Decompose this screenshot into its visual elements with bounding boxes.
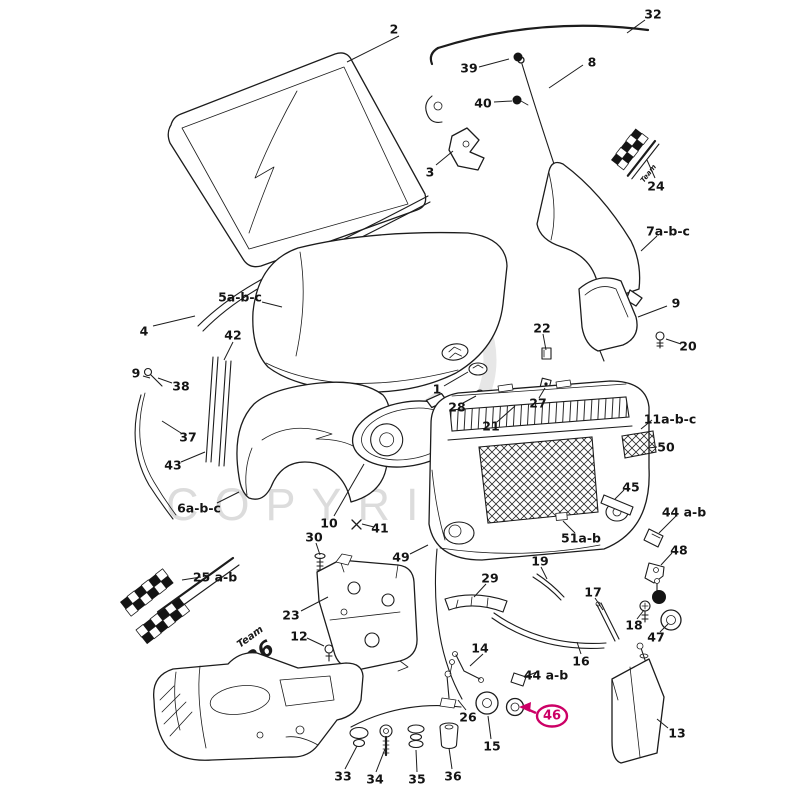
part-grommet-33 [349, 726, 369, 748]
callout-37[interactable]: 37 [179, 429, 197, 445]
callout-50[interactable]: 50 [657, 439, 675, 455]
part-decal-25: Team 26 [120, 556, 279, 672]
callout-29[interactable]: 29 [481, 570, 499, 586]
part-strip-43 [218, 360, 232, 467]
callout-4[interactable]: 4 [139, 323, 149, 339]
callout-22[interactable]: 22 [533, 320, 551, 336]
part-badge-1 [468, 362, 488, 376]
part-prop-rod [429, 24, 650, 66]
leader-lines [142, 19, 682, 773]
part-bolt-18 [639, 600, 651, 623]
callout-49[interactable]: 49 [392, 549, 410, 565]
part-clip-44-lower [510, 672, 527, 687]
part-hinge-bracket-3 [425, 95, 485, 171]
part-left-fender [236, 381, 391, 503]
part-weatherstrip-37 [134, 392, 177, 520]
part-crossmember-23 [316, 553, 418, 672]
part-clip-40 [512, 95, 529, 106]
part-foglamp-15 [475, 691, 499, 715]
callout-2[interactable]: 2 [389, 21, 399, 37]
highlight-ellipse [535, 704, 569, 728]
callout-44a-b[interactable]: 44 a-b [523, 667, 569, 683]
callout-12[interactable]: 12 [290, 628, 308, 644]
part-washers-35 [407, 724, 425, 749]
part-lower-panel [152, 652, 364, 761]
callout-3[interactable]: 3 [425, 164, 435, 180]
callout-8[interactable]: 8 [587, 54, 597, 70]
part-trim-51 [555, 512, 568, 521]
callout-25a-b[interactable]: 25 a-b [192, 569, 238, 585]
callout-39[interactable]: 39 [460, 60, 478, 76]
part-bracket-26 [439, 659, 457, 709]
callout-43[interactable]: 43 [164, 457, 182, 473]
part-strip-19 [532, 573, 565, 601]
callout-9[interactable]: 9 [671, 295, 681, 311]
callout-51a-b[interactable]: 51a-b [561, 530, 601, 546]
callout-19[interactable]: 19 [531, 553, 549, 569]
part-strip-45 [600, 494, 634, 516]
part-screw-9-left [143, 367, 163, 387]
part-clip-22 [541, 347, 552, 360]
callout-13[interactable]: 13 [668, 725, 686, 741]
highlight-arrow-head [519, 702, 531, 712]
part-grommet-39 [513, 52, 523, 62]
callout-1[interactable]: 1 [432, 381, 442, 397]
part-edge-trim [434, 548, 463, 700]
callout-21[interactable]: 21 [482, 418, 500, 434]
callout-16[interactable]: 16 [572, 653, 590, 669]
callout-45[interactable]: 45 [622, 479, 640, 495]
part-spacer-36 [439, 722, 459, 750]
callout-10[interactable]: 10 [320, 515, 338, 531]
part-bracket-48 [644, 562, 665, 593]
callout-32[interactable]: 32 [644, 6, 662, 22]
callout-11a-b-c[interactable]: 11a-b-c [643, 411, 697, 427]
callout-18[interactable]: 18 [625, 617, 643, 633]
part-harness-14 [452, 651, 484, 683]
callout-26[interactable]: 26 [459, 709, 477, 725]
part-strip-16 [491, 612, 607, 649]
callout-27[interactable]: 27 [529, 395, 547, 411]
highlight-46 [519, 702, 569, 728]
part-strip-42 [205, 356, 219, 463]
callout-46[interactable]: 46 [542, 708, 562, 724]
part-bolt-20 [655, 331, 665, 349]
part-mark-41 [351, 519, 362, 530]
callout-15[interactable]: 15 [483, 738, 501, 754]
callout-17[interactable]: 17 [584, 584, 602, 600]
callout-44a-b[interactable]: 44 a-b [661, 504, 707, 520]
part-ring-47 [660, 609, 682, 631]
callout-38[interactable]: 38 [172, 378, 190, 394]
part-clip-44-upper [643, 528, 664, 548]
callout-7a-b-c[interactable]: 7a-b-c [646, 223, 690, 239]
callout-6a-b-c[interactable]: 6a-b-c [177, 500, 221, 516]
callout-36[interactable]: 36 [444, 768, 462, 784]
callout-30[interactable]: 30 [305, 529, 323, 545]
part-grille-50 [621, 430, 657, 459]
callout-47[interactable]: 47 [647, 629, 665, 645]
part-bolt-34 [379, 724, 393, 757]
callout-24[interactable]: 24 [647, 178, 665, 194]
callout-23[interactable]: 23 [282, 607, 300, 623]
callout-9[interactable]: 9 [131, 365, 141, 381]
callout-42[interactable]: 42 [224, 327, 242, 343]
callout-5a-b-c[interactable]: 5a-b-c [218, 289, 262, 305]
callout-48[interactable]: 48 [670, 542, 688, 558]
part-headlamp-trim-9 [578, 277, 638, 362]
part-windscreen-glass [167, 52, 427, 268]
callout-34[interactable]: 34 [366, 771, 384, 787]
callout-40[interactable]: 40 [474, 95, 492, 111]
callout-35[interactable]: 35 [408, 771, 426, 787]
callout-33[interactable]: 33 [334, 768, 352, 784]
callout-28[interactable]: 28 [448, 399, 466, 415]
part-lip-29 [444, 594, 508, 613]
callout-41[interactable]: 41 [371, 520, 389, 536]
part-bracket-13 [611, 642, 665, 764]
callout-14[interactable]: 14 [471, 640, 489, 656]
part-cap-black [652, 590, 666, 604]
callout-20[interactable]: 20 [679, 338, 697, 354]
